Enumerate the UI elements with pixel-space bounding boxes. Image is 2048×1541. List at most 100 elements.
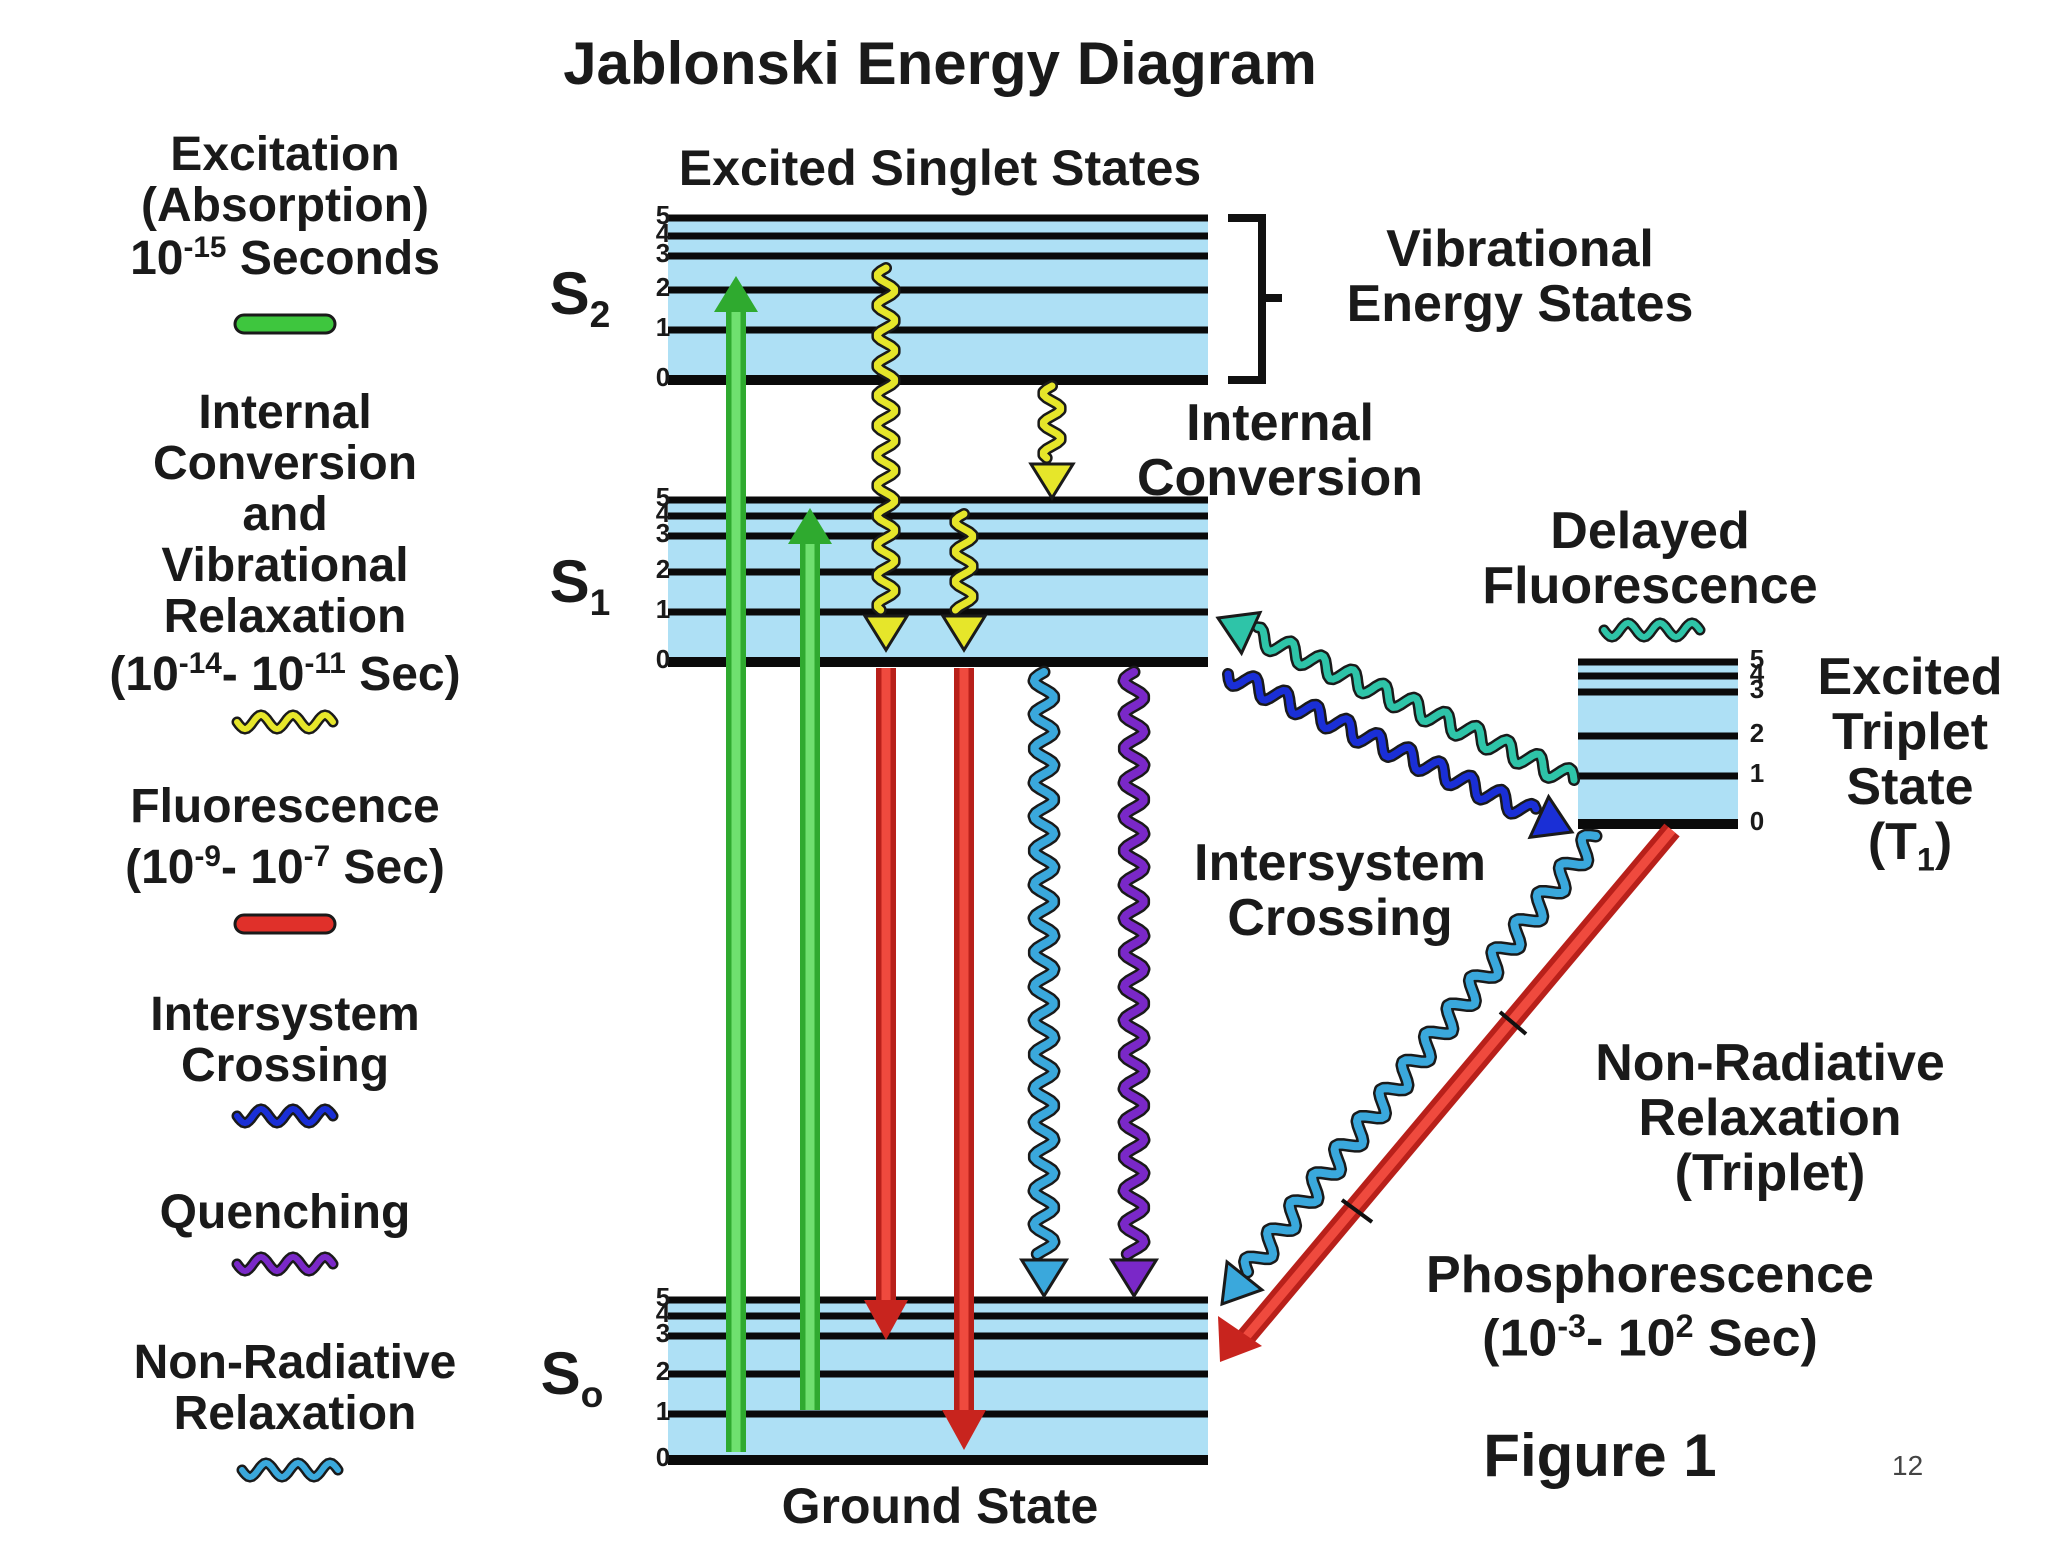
- s1-level-number: 0: [655, 644, 671, 674]
- legend-isc-line1: Intersystem: [150, 988, 420, 1041]
- absorption-arrow-s0-s1: [788, 508, 832, 1410]
- s2-level-number: 1: [655, 312, 671, 342]
- fluorescence-arrow-2: [942, 668, 986, 1450]
- legend-excitation-time: 10-15 Seconds: [130, 230, 440, 285]
- s2-label: S2: [549, 260, 611, 335]
- internal-conversion-arrow-1: [862, 262, 910, 653]
- legend-internal-conversion-swatch: [231, 709, 339, 735]
- intersystem-crossing-arrow: [1222, 668, 1575, 840]
- legend-ic-line1: Internal: [198, 386, 372, 439]
- legend-internal-conversion: Internal Conversion and Vibrational Rela…: [30, 386, 540, 702]
- t1-level-number: 2: [1749, 718, 1765, 748]
- vibrational-level-lines: [668, 214, 1738, 1465]
- t1-level-number: 1: [1749, 758, 1765, 788]
- legend-quenching-line1: Quenching: [159, 1186, 411, 1239]
- legend-ic-line4: Vibrational: [161, 538, 409, 592]
- t1-level-number: 0: [1749, 806, 1765, 836]
- legend-excitation: Excitation (Absorption) 10-15 Seconds: [30, 128, 540, 285]
- page-number: 12: [1892, 1450, 1924, 1481]
- figure-label: Figure 1: [1483, 1422, 1717, 1489]
- legend-non-radiative: Non-Radiative Relaxation: [40, 1336, 550, 1440]
- phosphorescence-arrow: [1218, 823, 1680, 1362]
- legend-fluorescence-line1: Fluorescence: [130, 780, 440, 833]
- diagram-title: Jablonski Energy Diagram: [563, 30, 1317, 97]
- excited-triplet-label: Excited Triplet State (T1): [1780, 648, 2040, 878]
- legend-fluorescence-swatch: [233, 913, 337, 935]
- wavy-arrows: [862, 262, 1603, 1307]
- legend-excitation-line1: Excitation: [170, 128, 400, 181]
- s0-level-number: 2: [655, 1356, 671, 1386]
- s2-level-number: 2: [655, 272, 671, 302]
- phos-line1: Phosphorescence: [1426, 1246, 1874, 1304]
- s2-level-number: 4: [655, 218, 671, 248]
- isc-line2: Crossing: [1227, 889, 1453, 948]
- vibrational-energy-states-label: Vibrational Energy States: [1300, 220, 1740, 334]
- intersystem-crossing-label: Intersystem Crossing: [1150, 834, 1530, 948]
- legend-fluorescence: Fluorescence (10-9- 10-7 Sec): [30, 780, 540, 894]
- s0-level-number: 4: [655, 1298, 671, 1328]
- s2-level-number: 0: [655, 362, 671, 392]
- triplet-band: [1578, 662, 1738, 824]
- non-radiative-triplet-label: Non-Radiative Relaxation (Triplet): [1530, 1034, 2010, 1203]
- s0-level-number: 1: [655, 1396, 671, 1426]
- legend-intersystem-crossing-swatch: [231, 1103, 339, 1129]
- internal-conversion-label: Internal Conversion: [1100, 394, 1460, 508]
- nrt-line3: (Triplet): [1674, 1144, 1866, 1203]
- s1-level-number: 3: [655, 518, 671, 548]
- delayed-fluorescence-label: Delayed Fluorescence: [1440, 502, 1860, 616]
- legend-nr-line1: Non-Radiative: [133, 1336, 457, 1389]
- legend-swatches: [231, 313, 1706, 1483]
- legend-nr-line2: Relaxation: [173, 1386, 417, 1440]
- isc-line1: Intersystem: [1194, 834, 1486, 892]
- legend-ic-time: (10-14- 10-11 Sec): [109, 647, 461, 702]
- quenching-arrow: [1108, 665, 1160, 1299]
- vibrational-line1: Vibrational: [1386, 220, 1654, 278]
- legend-ic-line3: and: [242, 487, 328, 541]
- t1-level-number: 5: [1749, 644, 1765, 674]
- delayed-fluorescence-arrow: [1215, 610, 1580, 786]
- legend-ic-line5: Relaxation: [163, 589, 407, 643]
- s1-level-number: 4: [655, 498, 671, 528]
- s0-label: So: [540, 1340, 604, 1415]
- s0-level-number: 5: [655, 1282, 671, 1312]
- triplet-line3: State: [1846, 758, 1974, 817]
- triplet-line2: Triplet: [1831, 703, 1989, 762]
- non-radiative-triplet-arrow: [1220, 828, 1603, 1307]
- excited-singlet-heading: Excited Singlet States: [678, 140, 1202, 196]
- s1-level-number: 2: [655, 554, 671, 584]
- fluorescence-arrow-1: [864, 668, 908, 1340]
- s1-level-number: 1: [655, 594, 671, 624]
- s0-level-number: 3: [655, 1318, 671, 1348]
- legend-intersystem-crossing: Intersystem Crossing: [30, 988, 540, 1092]
- s1-band: [668, 500, 1208, 662]
- vibrational-line2: Energy States: [1346, 275, 1694, 334]
- legend-quenching: Quenching: [30, 1186, 540, 1239]
- vibrational-bracket: [1228, 214, 1282, 384]
- legend-fluorescence-time: (10-9- 10-7 Sec): [125, 839, 445, 894]
- s1-label: S1: [549, 548, 611, 623]
- phos-time: (10-3- 102 Sec): [1482, 1308, 1818, 1368]
- t1-level-number: 3: [1749, 674, 1765, 704]
- triplet-line1: Excited: [1817, 648, 2003, 706]
- nrt-line1: Non-Radiative: [1595, 1034, 1945, 1092]
- absorption-arrow-s0-s2: [714, 276, 758, 1452]
- delayed-line2: Fluorescence: [1482, 557, 1818, 616]
- delayed-line1: Delayed: [1550, 502, 1750, 560]
- s2-band: [668, 218, 1208, 380]
- non-radiative-arrow: [1018, 665, 1070, 1299]
- s0-level-number: 0: [655, 1442, 671, 1472]
- legend-non-radiative-swatch: [236, 1457, 344, 1483]
- phosphorescence-label: Phosphorescence (10-3- 102 Sec): [1370, 1246, 1930, 1368]
- internal-conversion-line2: Conversion: [1136, 449, 1424, 508]
- legend-excitation-line2: (Absorption): [141, 178, 429, 232]
- triplet-line4: (T1): [1867, 813, 1953, 878]
- internal-conversion-line1: Internal: [1186, 394, 1374, 452]
- legend-excitation-swatch: [233, 313, 337, 335]
- delayed-fluorescence-swatch: [1598, 617, 1706, 643]
- s1-level-number: 5: [655, 482, 671, 512]
- s2-level-number: 3: [655, 238, 671, 268]
- internal-conversion-arrow-2: [940, 508, 988, 653]
- nrt-line2: Relaxation: [1638, 1089, 1902, 1148]
